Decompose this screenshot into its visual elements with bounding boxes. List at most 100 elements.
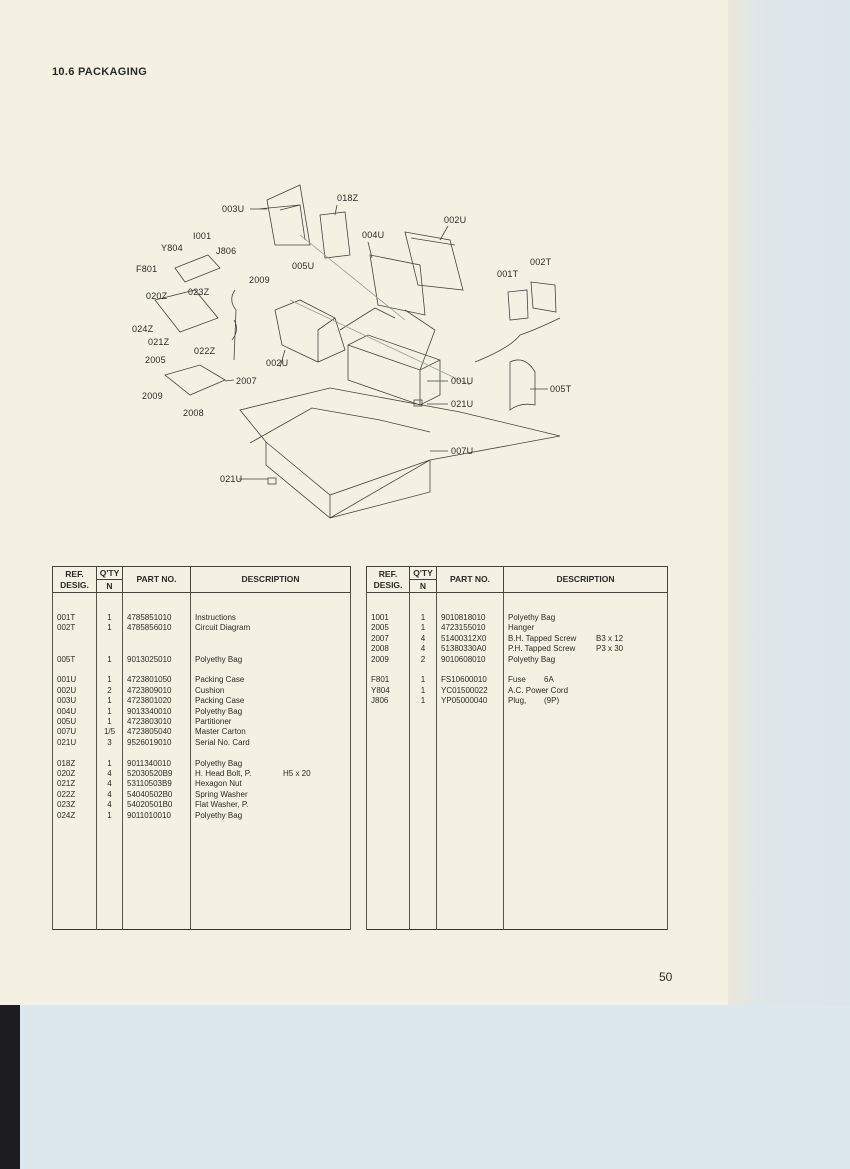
description-cell: Cushion	[190, 685, 351, 697]
header-qty: Q'TY	[96, 566, 123, 580]
header-ref: REF. DESIG.	[52, 566, 97, 593]
callout-label: 003U	[222, 204, 245, 214]
empty-cell	[96, 633, 123, 645]
description-cell: Fuse 6A	[503, 675, 668, 686]
ref-designation: 004U	[52, 706, 97, 718]
description-cell: Hexagon Nut	[190, 779, 351, 790]
quantity: 4	[96, 800, 123, 811]
quantity: 1	[96, 613, 123, 624]
callout-label: 005U	[292, 261, 315, 271]
part-number: 4785856010	[122, 623, 191, 634]
callout-label: 018Z	[337, 193, 359, 203]
callout-label: 002U	[266, 358, 289, 368]
ref-designation: 2009	[366, 654, 410, 666]
page-number: 50	[659, 970, 673, 984]
callout-label: 020Z	[146, 291, 168, 301]
part-number: 9011340010	[122, 758, 191, 770]
ref-designation: 002T	[52, 623, 97, 634]
part-number: 51380330A0	[436, 644, 504, 655]
quantity: 1	[409, 685, 437, 697]
part-number: 54020501B0	[122, 800, 191, 811]
ref-designation: 021U	[52, 737, 97, 749]
spacer-cell	[122, 821, 191, 930]
part-number: FS10600010	[436, 675, 504, 686]
description-cell: Polyethy Bag	[190, 810, 351, 822]
callout-label: Y804	[161, 243, 183, 253]
callout-label: 001T	[497, 269, 519, 279]
callout-label: 022Z	[194, 346, 216, 356]
ref-designation: 1001	[366, 613, 410, 624]
description-cell: Polyethy Bag	[190, 706, 351, 718]
ref-designation: 020Z	[52, 769, 97, 780]
spacer-cell	[503, 592, 668, 613]
empty-cell	[190, 665, 351, 676]
description: Serial No. Card	[195, 737, 250, 747]
part-number: 4723805040	[122, 727, 191, 738]
empty-cell	[409, 665, 437, 676]
empty-cell	[96, 665, 123, 676]
ref-designation: 005T	[52, 654, 97, 665]
callout-label: 021Z	[148, 337, 170, 347]
ref-designation: 023Z	[52, 800, 97, 811]
quantity: 4	[409, 644, 437, 655]
description: B.H. Tapped Screw	[508, 633, 577, 643]
part-number: 4723803010	[122, 717, 191, 728]
part-number: 4723801020	[122, 696, 191, 707]
header-qty-n: N	[409, 579, 437, 593]
callout-label: 2007	[236, 376, 257, 386]
spacer-cell	[436, 706, 504, 930]
quantity: 1	[409, 696, 437, 707]
ref-designation: 001T	[52, 613, 97, 624]
spacer-cell	[190, 821, 351, 930]
section-heading: 10.6 PACKAGING	[52, 66, 148, 78]
specification: H5 x 20	[283, 769, 311, 779]
ref-designation: 018Z	[52, 758, 97, 770]
description: Polyethy Bag	[508, 613, 556, 622]
quantity: 1	[96, 717, 123, 728]
callout-label: 2009	[249, 275, 270, 285]
callout-label: 024Z	[132, 324, 154, 334]
empty-cell	[52, 665, 97, 676]
part-number: 9013025010	[122, 654, 191, 665]
ref-designation: 2007	[366, 633, 410, 645]
description-cell: Packing Case	[190, 696, 351, 707]
description: Hanger	[508, 623, 535, 633]
quantity: 2	[96, 685, 123, 697]
specification: (9P)	[544, 696, 560, 706]
part-number: 52030520B9	[122, 769, 191, 780]
description: Polyethy Bag	[195, 654, 243, 664]
description: Master Carton	[195, 727, 246, 737]
empty-cell	[503, 665, 668, 676]
description: Fuse	[508, 675, 526, 685]
binder-strip	[0, 1005, 20, 1169]
ref-designation: 007U	[52, 727, 97, 738]
quantity: 1/5	[96, 727, 123, 738]
quantity: 4	[96, 779, 123, 790]
quantity: 2	[409, 654, 437, 666]
quantity: 3	[96, 737, 123, 749]
empty-cell	[52, 748, 97, 759]
specification: 6A	[544, 675, 554, 685]
description-cell: Polyethy Bag	[190, 758, 351, 770]
empty-cell	[52, 644, 97, 655]
quantity: 1	[96, 675, 123, 686]
spacer-cell	[366, 706, 410, 930]
part-number: 4723801050	[122, 675, 191, 686]
description-cell: Instructions	[190, 613, 351, 624]
empty-cell	[96, 644, 123, 655]
spacer-cell	[52, 592, 97, 613]
callout-label: 2005	[145, 355, 166, 365]
ref-designation: F801	[366, 675, 410, 686]
quantity: 4	[96, 769, 123, 780]
blank-row	[366, 665, 668, 676]
